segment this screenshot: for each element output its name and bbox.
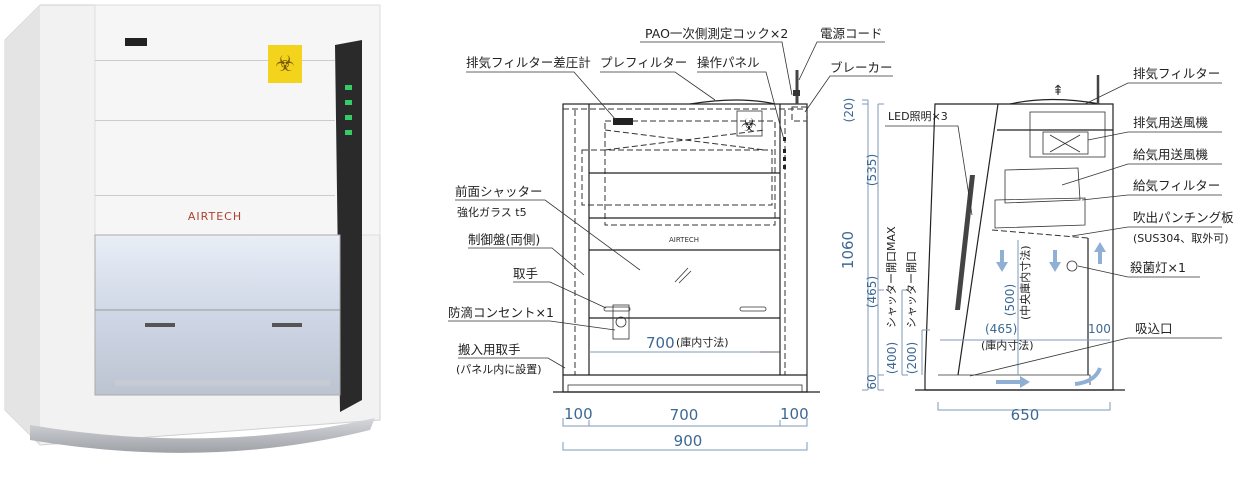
label-uv-lamp: 殺菌灯×1 — [1130, 260, 1186, 275]
label-tempered-glass: 強化ガラス t5 — [457, 205, 527, 219]
dim-lower-465: (465) — [865, 276, 879, 308]
label-shutter-max: シャッター開口MAX — [885, 226, 898, 328]
dim-depth-650: 650 — [1011, 406, 1040, 424]
label-exhaust-filter: 排気フィルター — [1133, 66, 1220, 81]
control-panel-strip — [335, 40, 362, 412]
dim-right-100: 100 — [780, 405, 809, 423]
dim-base-60: 60 — [865, 374, 879, 389]
product-photo: ☣ AIRTECH — [4, 4, 381, 453]
exhaust-tree-icon: ⇞ — [1052, 83, 1064, 99]
uv-lamp-shape — [1066, 260, 1078, 272]
label-shutter: シャッター開口 — [905, 251, 918, 328]
label-control-board: 制御盤(両側) — [468, 232, 540, 247]
label-led: LED照明×3 — [888, 110, 948, 123]
label-intake: 吸込口 — [1135, 321, 1173, 336]
dim-left-100: 100 — [564, 405, 593, 423]
label-supply-fan: 給気用送風機 — [1133, 147, 1209, 162]
dim-rear-100: 100 — [1088, 322, 1111, 336]
label-exhaust-filter-gauge: 排気フィルター差圧計 — [466, 55, 591, 70]
label-breaker: ブレーカー — [830, 60, 893, 75]
label-front-shutter: 前面シャッター — [455, 184, 543, 199]
dim-upper-535: (535) — [865, 154, 879, 186]
inner-width-note: (庫内寸法) — [676, 335, 729, 349]
side-view: ⇞ 1060 (20) (535) (465) 60 (400) シャッター開口… — [839, 66, 1234, 424]
label-prefilter: プレフィルター — [600, 55, 687, 70]
label-handle: 取手 — [513, 266, 538, 281]
dim-shutter: (200) — [905, 342, 919, 374]
label-pao-cock: PAO一次側測定コック×2 — [645, 26, 788, 41]
label-carry-handle: 搬入用取手 — [458, 342, 521, 357]
label-supply-filter: 給気フィルター — [1133, 178, 1220, 193]
label-punching-plate: 吹出パンチング板 — [1133, 210, 1234, 225]
photo-brand-label: AIRTECH — [188, 210, 242, 223]
display-window — [125, 38, 147, 46]
dim-center-700: 700 — [670, 406, 699, 424]
front-view: ☣ AIRTECH 700 (庫内寸法) 100 700 100 900 PAO… — [448, 26, 893, 451]
outlet-shape — [612, 304, 630, 340]
biohazard-symbol-icon: ☣ — [741, 115, 757, 136]
dim-shutter-max: (400) — [885, 342, 899, 374]
label-exhaust-fan: 排気用送風機 — [1133, 115, 1209, 130]
biohazard-sticker — [268, 45, 302, 83]
dim-total-900: 900 — [674, 432, 703, 450]
label-center-height: (中央庫内寸法) — [1018, 245, 1032, 320]
pressure-gauge — [613, 118, 633, 125]
label-outlet: 防滴コンセント×1 — [448, 305, 554, 320]
inner-width-dimension: 700 — [646, 334, 675, 352]
dim-total-height: 1060 — [839, 231, 857, 269]
label-control-panel: 操作パネル — [697, 55, 760, 70]
label-power-cord: 電源コード — [820, 26, 883, 41]
label-inner-depth: (庫内寸法) — [981, 338, 1034, 352]
dim-center-height: (500) — [1003, 284, 1017, 316]
biohazard-icon: ☣ — [275, 52, 295, 77]
label-punching-plate-note: (SUS304、取外可) — [1133, 232, 1229, 245]
label-carry-handle-note: (パネル内に設置) — [456, 362, 542, 376]
dim-top-20: (20) — [842, 98, 856, 123]
front-brand-label: AIRTECH — [669, 236, 699, 244]
dim-inner-depth: (465) — [985, 322, 1017, 336]
